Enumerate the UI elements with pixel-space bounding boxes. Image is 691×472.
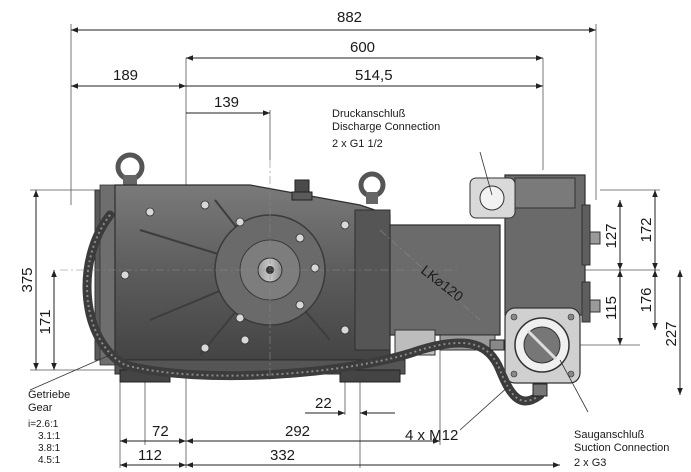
discharge-size: 2 x G1 1/2 [332,138,383,150]
dim-72: 72 [152,423,169,440]
suction-label-de: Sauganschluß [574,429,645,441]
dimension-lines [33,27,683,468]
discharge-label-en: Discharge Connection [332,121,440,133]
dim-139: 139 [214,94,239,111]
dim-127: 127 [603,223,620,248]
dim-292: 292 [285,423,310,440]
dim-227: 227 [663,321,680,346]
dim-600: 600 [350,39,375,56]
dim-176: 176 [638,287,655,312]
dim-22: 22 [315,395,332,412]
dim-375: 375 [19,267,36,292]
dim-115: 115 [603,296,620,320]
pump-body [60,152,601,406]
dim-332: 332 [270,447,295,464]
suction-size: 2 x G3 [574,457,606,469]
suction-label-en: Suction Connection [574,442,669,454]
dim-112: 112 [138,447,162,464]
leader-lines [29,151,589,431]
discharge-label-de: Druckanschluß [332,108,406,120]
dim-189: 189 [113,67,138,84]
gear-label-de: Getriebe [28,389,70,401]
dim-172: 172 [638,217,655,242]
gear-label-en: Gear [28,402,53,414]
gear-ratio-3: 3.8:1 [38,443,61,454]
gear-ratio-2: 3.1:1 [38,431,61,442]
gear-ratio-1: i=2.6:1 [28,419,59,430]
gear-ratio-4: 4.5:1 [38,455,61,466]
dim-171: 171 [37,309,54,334]
bolt-label: 4 x M12 [405,427,458,444]
dim-514: 514,5 [355,67,393,84]
dim-total-length: 882 [337,9,362,26]
